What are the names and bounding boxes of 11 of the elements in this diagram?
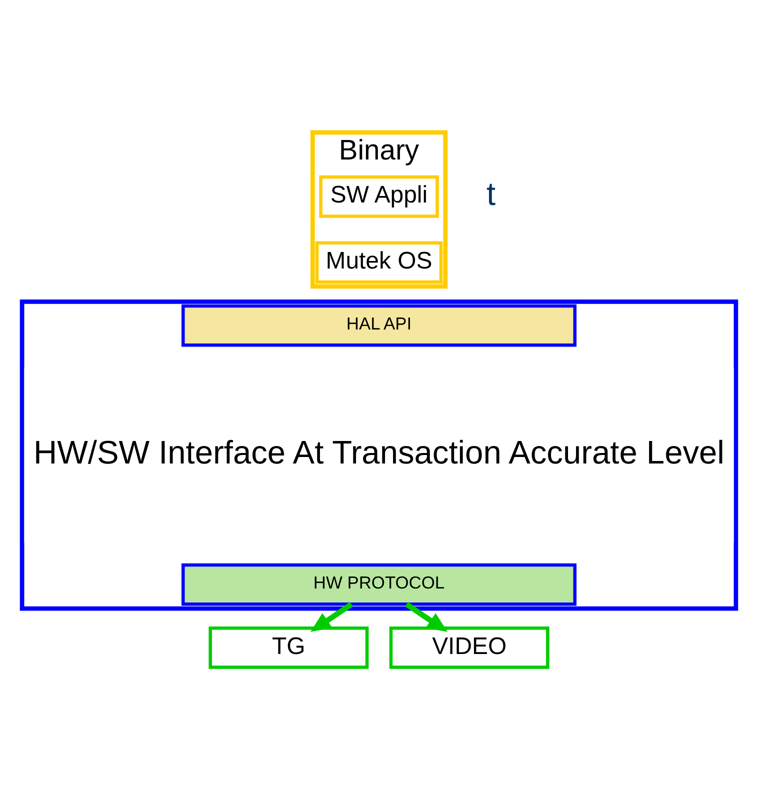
cluster <box>19 299 738 611</box>
node-box: TG <box>208 626 368 669</box>
node-box: HAL API <box>180 304 576 347</box>
arrow <box>404 602 448 632</box>
arrow <box>310 602 352 632</box>
label: t <box>486 174 496 212</box>
node-box: SW Appli <box>318 175 438 218</box>
node-box: Mutek OS <box>314 241 442 284</box>
node-box: VIDEO <box>388 626 549 669</box>
node-box: HW PROTOCOL <box>180 563 576 606</box>
node-box: HW/SW Interface At Transaction Accurate Level <box>24 367 734 543</box>
